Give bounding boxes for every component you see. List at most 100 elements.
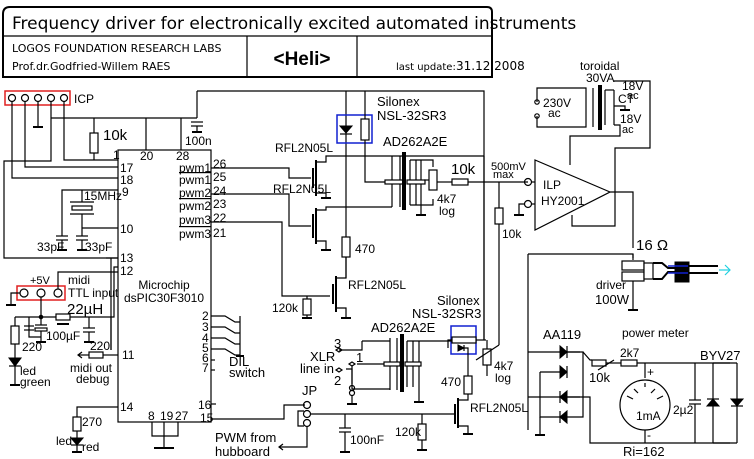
pwm-src-label1: PWM from [215, 430, 276, 445]
pin-2: 2 [202, 309, 209, 323]
ct-label: CT [618, 92, 635, 106]
pin-14: 14 [120, 400, 134, 414]
r-opto1-label: 470 [355, 242, 375, 256]
author-name: Prof.dr.Godfried-Willem RAES [12, 60, 170, 73]
zener-label: BYV27 [700, 348, 740, 363]
r-midi-out-label: 220 [90, 339, 110, 353]
last-update-date: 31.12.2008 [456, 59, 525, 73]
pot1-label: 4k7 [437, 192, 457, 206]
c-bulk-label: 100µF [46, 329, 80, 343]
pwm1-label: pwm1 [179, 161, 211, 175]
pin-12: 12 [120, 264, 134, 278]
pwm2-label: pwm2 [179, 186, 211, 200]
amp-label1: ILP [543, 178, 561, 192]
q4-label: RFL2N05L [470, 401, 528, 415]
c-xtal1-label: 33pF [37, 240, 64, 254]
pin-25: 25 [213, 170, 227, 184]
pin-9: 9 [122, 185, 129, 199]
driver-label2: 100W [595, 292, 630, 307]
pin-21: 21 [213, 226, 227, 240]
pwm-src-label2: hubboard [215, 444, 270, 459]
silonex1-part: NSL-32SR3 [377, 108, 446, 123]
midi-label: midi [68, 273, 90, 287]
jp-label: JP [302, 383, 317, 398]
pin-11: 11 [122, 348, 135, 362]
mains-label1: 230V [543, 96, 571, 110]
title-block: Frequency driver for electronically exci… [2, 6, 576, 78]
xlr-pin2: 2 [334, 373, 341, 388]
dil-switch-label: switch [229, 365, 265, 380]
va-label: 30VA [586, 71, 614, 85]
pin-28: 28 [176, 149, 190, 163]
sec1-label2: ac [627, 90, 639, 102]
xlr-label: XLR [310, 349, 335, 364]
pwm3-inv-label: pwm3 [179, 227, 211, 241]
pin-19: 19 [160, 409, 174, 423]
led-green-label2: green [20, 375, 51, 389]
xlr-pin3: 3 [334, 336, 341, 351]
speaker-driver: driver 100W [595, 260, 731, 311]
r-led-red-label: 270 [82, 415, 102, 429]
driver-label1: driver [596, 278, 626, 292]
c-decouple-label: 100n [185, 134, 212, 148]
midi-ttl-label: TTL input [68, 286, 119, 300]
amp-label2: HY2001 [541, 194, 585, 208]
sec1-label1: 18V [622, 79, 643, 93]
r-led-green-label: 220 [22, 340, 42, 354]
pwm2-inv-label: pwm2 [179, 199, 211, 213]
pin-8: 8 [148, 409, 155, 423]
pin-13: 13 [120, 251, 134, 265]
crystal: 15MHz 33pF 33pF [37, 189, 122, 254]
midi-connector: +5V midi TTL input [6, 271, 119, 317]
q2-label: RFL2N05L [273, 182, 331, 196]
led-red-label1: led [56, 434, 72, 448]
pwm3-label: pwm3 [179, 213, 211, 227]
pin-18: 18 [120, 173, 134, 187]
pin-1: 1 [113, 148, 120, 162]
pin-23: 23 [213, 197, 227, 211]
microcontroller: 1 20 28 17 18 9 10 13 12 11 14 8 19 27 M… [113, 148, 227, 425]
pin-24: 24 [213, 184, 227, 198]
r-series-label: 10k [451, 161, 476, 178]
q1-label: RFL2N05L [275, 141, 333, 155]
schematic-title: Frequency driver for electronically exci… [12, 14, 576, 34]
icp-connector: ICP [4, 90, 94, 106]
meter-range: 1mA [636, 409, 661, 423]
midi-debug-label: debug [76, 372, 109, 386]
led-green-label1: led [20, 364, 36, 378]
last-update-label: last update: [396, 62, 456, 73]
amplifier: ILP HY2001 [514, 159, 634, 248]
silonex1-mfr: Silonex [377, 94, 420, 109]
r-gate2-label: 120k [395, 425, 422, 439]
diodes-label: AA119 [543, 327, 581, 342]
midi-out-label: midi out [70, 361, 113, 375]
led-red-label2: red [82, 440, 99, 454]
silonex2-part: NSL-32SR3 [412, 306, 481, 321]
xlr-pin1: 1 [356, 350, 363, 365]
opto1-outline [336, 114, 373, 144]
r-input-label: 10k [502, 227, 522, 241]
r-meter-label: 2k7 [620, 346, 640, 360]
meter-minus: - [647, 428, 651, 442]
pin-26: 26 [213, 157, 227, 171]
mains-label2: ac [548, 106, 561, 120]
pot1-taper: log [439, 204, 455, 218]
pin-5: 5 [202, 341, 209, 355]
silonex2-mfr: Silonex [437, 293, 480, 308]
dil-switch: DIL switch [211, 315, 265, 380]
dil-label: DIL [229, 354, 249, 369]
pin-15: 15 [200, 411, 214, 425]
q3-label: RFL2N05L [348, 278, 406, 292]
midi-5v-label: +5V [30, 275, 51, 287]
cap-label: 2µ2 [673, 403, 694, 417]
org-name: LOGOS FOUNDATION RESEARCH LABS [12, 42, 221, 55]
pin-4: 4 [202, 331, 209, 345]
transformer1-label: AD262A2E [383, 134, 448, 149]
r-pullup-label: 10k [103, 127, 128, 144]
jumper: JP PWM from hubboard [215, 383, 317, 459]
c-pwm-label: 100nF [350, 433, 384, 447]
r-gate1-label: 120k [272, 301, 299, 315]
pin-22: 22 [213, 211, 227, 225]
sec2-label2: ac [622, 124, 634, 136]
pin-17: 17 [120, 161, 134, 175]
